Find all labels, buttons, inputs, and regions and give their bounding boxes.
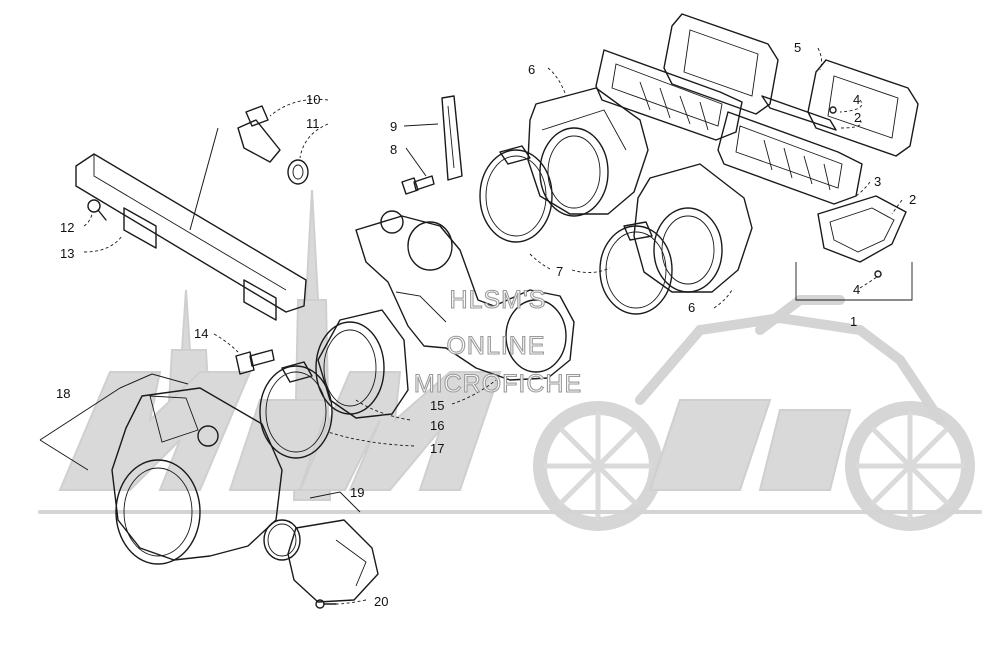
part-5-gasket-left[interactable]: [663, 13, 779, 115]
part-11-o-ring[interactable]: [287, 159, 309, 185]
part-12-screw[interactable]: [87, 199, 107, 221]
callout-labels: 1 2 2 3 4 4 5 6 6 7 8 9 10 11 12 13 14 1…: [56, 40, 916, 609]
watermark-line-2: ONLINE: [446, 332, 545, 360]
callout-2-upper[interactable]: 2: [854, 110, 861, 125]
part-2-gasket-upper[interactable]: [761, 95, 837, 131]
callout-2-lower[interactable]: 2: [909, 192, 916, 207]
part-18-throttle-body[interactable]: [111, 387, 283, 565]
part-reed-cage-left[interactable]: [595, 49, 743, 141]
callout-4-lower[interactable]: 4: [853, 282, 860, 297]
watermark-spire-small: [180, 289, 192, 351]
part-4-screw-upper[interactable]: [829, 106, 837, 114]
watermark-letter-m2: [298, 371, 502, 491]
callout-10[interactable]: 10: [306, 92, 320, 107]
callout-14[interactable]: 14: [194, 326, 208, 341]
part-8-bolt[interactable]: [401, 175, 435, 195]
callout-6-lower[interactable]: 6: [688, 300, 695, 315]
watermark-frame: [635, 312, 945, 425]
part-16-throttle-boot[interactable]: [315, 309, 409, 419]
part-5-gasket-right[interactable]: [807, 59, 919, 157]
callout-20[interactable]: 20: [374, 594, 388, 609]
callout-1[interactable]: 1: [850, 314, 857, 329]
part-2-gasket-lower[interactable]: [817, 195, 907, 263]
part-17-clamp[interactable]: [259, 361, 333, 459]
callout-13[interactable]: 13: [60, 246, 74, 261]
part-13-fuel-rail[interactable]: [75, 153, 307, 321]
part-6-intake-boot-lower[interactable]: [633, 163, 753, 293]
watermark-front-wheel: [533, 401, 663, 531]
callout-15[interactable]: 15: [430, 398, 444, 413]
watermark-spokes: [544, 412, 964, 520]
part-20-screw[interactable]: [315, 599, 337, 609]
watermark-letter-o2: [758, 409, 852, 491]
watermark-text: HLSM'S ONLINE MICROFICHE: [413, 285, 582, 398]
watermark-letter-m3: [648, 399, 772, 491]
part-7-clamp-upper[interactable]: [479, 145, 553, 243]
callout-8[interactable]: 8: [390, 142, 397, 157]
callout-7[interactable]: 7: [556, 264, 563, 279]
callout-12[interactable]: 12: [60, 220, 74, 235]
watermark-graphic: [38, 189, 982, 531]
part-reed-cage-right[interactable]: [717, 111, 863, 205]
watermark-letter-m1: [58, 371, 252, 491]
callout-9[interactable]: 9: [390, 119, 397, 134]
part-10-injector[interactable]: [237, 105, 281, 163]
part-7-clamp-lower[interactable]: [599, 221, 673, 315]
part-19-sensor[interactable]: [287, 519, 379, 603]
part-9-bracket[interactable]: [441, 95, 463, 181]
watermark-line-3: MICROFICHE: [414, 370, 582, 398]
part-6-intake-boot-upper[interactable]: [527, 87, 649, 217]
callout-19[interactable]: 19: [350, 485, 364, 500]
part-manifold[interactable]: [355, 210, 575, 381]
watermark-line-1: HLSM'S: [450, 286, 547, 314]
watermark-spire: [304, 189, 320, 301]
part-19-o-ring[interactable]: [263, 519, 301, 561]
callout-16[interactable]: 16: [430, 418, 444, 433]
part-4-screw-lower[interactable]: [874, 270, 882, 278]
assembly-1-bracket: [795, 262, 913, 301]
callout-5[interactable]: 5: [794, 40, 801, 55]
leader-lines: [39, 47, 903, 605]
callout-4-upper[interactable]: 4: [853, 92, 860, 107]
callout-11[interactable]: 11: [306, 116, 320, 131]
callout-18[interactable]: 18: [56, 386, 70, 401]
callout-6-upper[interactable]: 6: [528, 62, 535, 77]
callout-17[interactable]: 17: [430, 441, 444, 456]
part-14-bolt[interactable]: [235, 349, 275, 375]
callout-3[interactable]: 3: [874, 174, 881, 189]
watermark-rear-wheel: [845, 401, 975, 531]
